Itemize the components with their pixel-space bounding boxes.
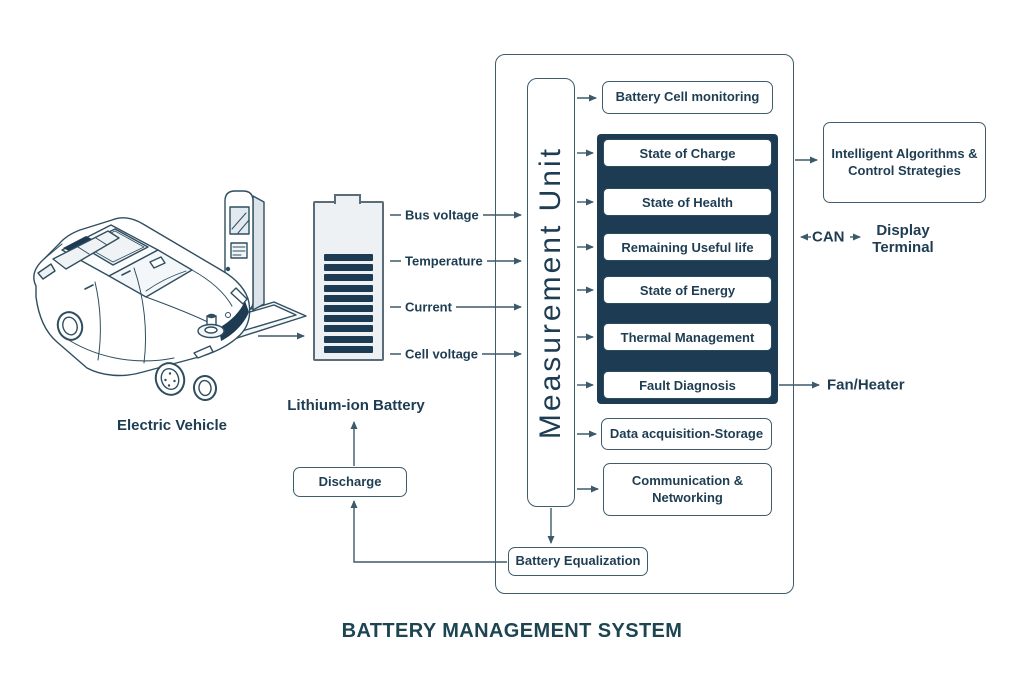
battery-terminal (334, 194, 361, 204)
battery-icon (313, 194, 384, 361)
battery-charge-bars (315, 254, 382, 356)
label-display-terminal: Display Terminal (872, 222, 934, 257)
label-cell-voltage: Cell voltage (401, 346, 482, 362)
label-current: Current (401, 299, 456, 315)
electric-vehicle-icon (33, 217, 251, 401)
box-thermal-management: Thermal Management (603, 323, 772, 351)
battery-bar (324, 315, 373, 323)
box-discharge: Discharge (293, 467, 407, 497)
box-communication-networking: Communication & Networking (603, 463, 772, 516)
battery-bar (324, 254, 373, 261)
wheel-icon (56, 311, 218, 401)
measurement-unit-box: Measurement Unit (527, 78, 575, 507)
label-fan-heater: Fan/Heater (827, 376, 905, 394)
battery-bar (324, 345, 373, 353)
charging-station-icon (201, 190, 307, 340)
box-remaining-useful-life: Remaining Useful life (603, 233, 772, 261)
box-battery-equalization: Battery Equalization (508, 547, 648, 576)
label-bus-voltage: Bus voltage (401, 207, 483, 223)
box-battery-cell-monitoring: Battery Cell monitoring (602, 81, 773, 114)
battery-bar (324, 274, 373, 282)
label-electric-vehicle: Electric Vehicle (116, 417, 228, 434)
label-temperature: Temperature (401, 253, 487, 269)
box-data-acquisition-storage: Data acquisition-Storage (601, 418, 772, 450)
ev-charging-illustration (33, 190, 307, 401)
box-intelligent-algorithms: Intelligent Algorithms & Control Strateg… (823, 122, 986, 203)
bms-outer-box (495, 54, 794, 594)
battery-bar (324, 264, 373, 272)
measurement-unit-label: Measurement Unit (534, 145, 567, 440)
label-lithium-ion-battery: Lithium-ion Battery (287, 397, 425, 414)
box-fault-diagnosis: Fault Diagnosis (603, 371, 772, 399)
label-can: CAN (812, 228, 845, 246)
box-state-of-health: State of Health (603, 188, 772, 216)
battery-bar (324, 294, 373, 302)
battery-bar (324, 284, 373, 292)
battery-bar (324, 304, 373, 312)
box-state-of-charge: State of Charge (603, 139, 772, 167)
battery-bar (324, 325, 373, 333)
page-title: BATTERY MANAGEMENT SYSTEM (341, 620, 683, 642)
box-state-of-energy: State of Energy (603, 276, 772, 304)
battery-bar (324, 335, 373, 343)
arrow-equalization-discharge (350, 500, 507, 563)
estimation-stack: State of Charge State of Health Remainin… (597, 134, 778, 404)
